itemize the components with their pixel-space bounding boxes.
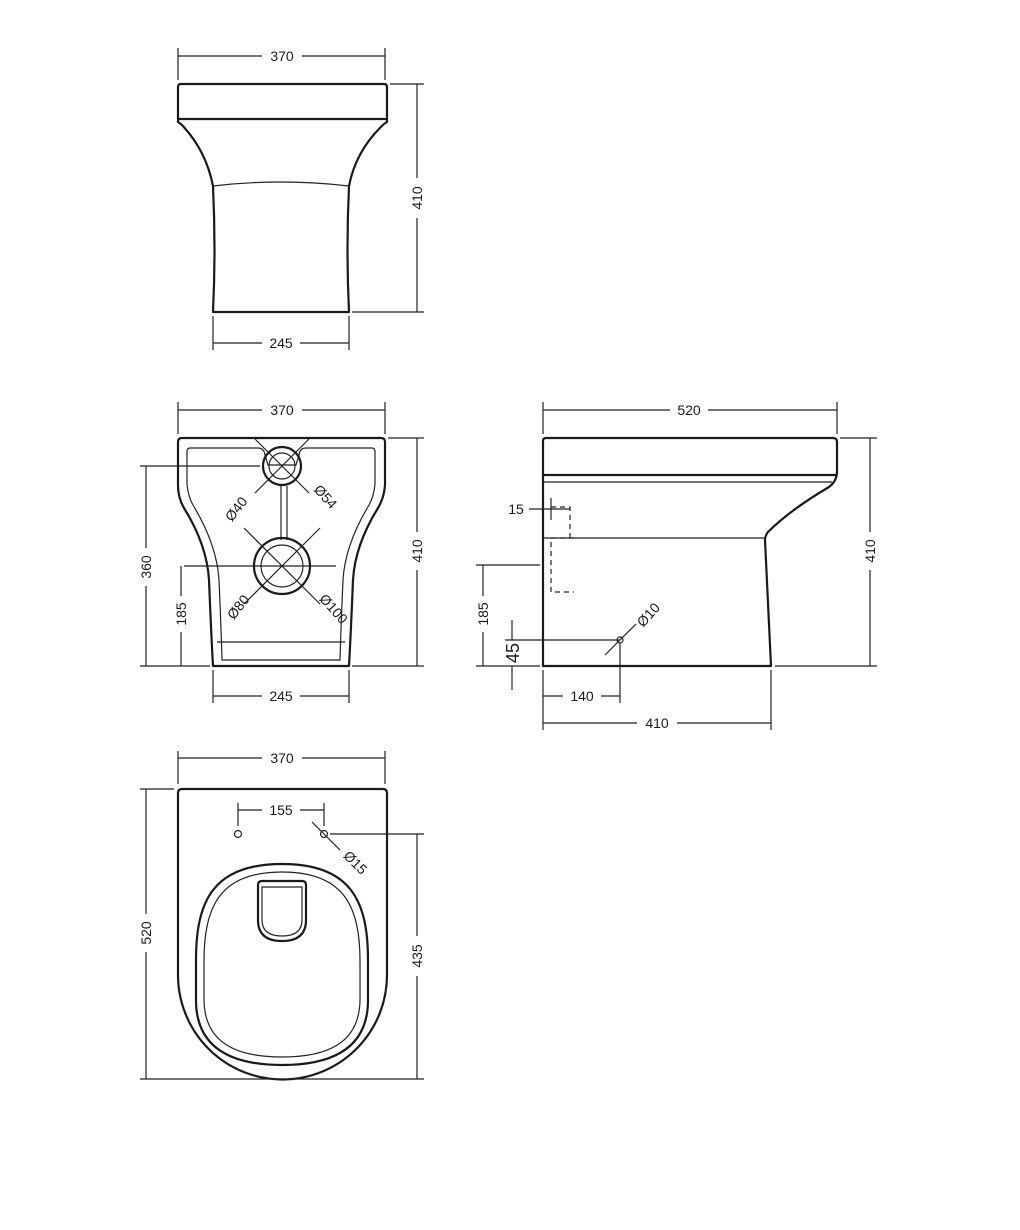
back-view-inlet-inner — [268, 452, 296, 480]
top-view-outline — [176, 787, 389, 1081]
side-view-inlet-offset-label: 15 — [508, 501, 524, 517]
top-view-bowl-opening-inner — [261, 886, 303, 937]
top-view-hinge-spacing-label: 155 — [269, 802, 293, 818]
top-view: Ø15 155 370 520 435 — [138, 750, 425, 1081]
top-view-hinge-hole-left — [233, 829, 243, 839]
top-view-hinge-leader — [311, 821, 341, 851]
side-view-outline — [541, 436, 839, 668]
back-view-inlet-cross-2 — [254, 438, 310, 494]
back-view-height-label: 410 — [409, 539, 425, 563]
front-view-height-label: 410 — [409, 186, 425, 210]
side-view: 520 410 15 185 45 Ø10 140 — [475, 402, 878, 731]
top-view-seat-inner — [203, 871, 361, 1058]
top-view-bowl-opening — [256, 879, 308, 943]
back-view-inlet-height-label: 360 — [138, 555, 154, 579]
back-view-outlet-height-label: 185 — [173, 602, 189, 626]
side-view-length-label: 520 — [677, 402, 701, 418]
top-view-hinge-hole-right — [319, 829, 329, 839]
back-view-width-label: 370 — [270, 402, 294, 418]
back-view: Ø40 Ø54 Ø80 Ø100 370 410 360 185 245 — [138, 402, 425, 704]
top-view-length-label: 520 — [138, 921, 154, 945]
front-view-outline — [176, 82, 389, 314]
side-view-fixing-leader — [604, 623, 637, 656]
top-view-seat-outline — [194, 862, 370, 1067]
side-view-height-label: 410 — [862, 539, 878, 563]
front-view: 370 410 245 — [176, 48, 425, 351]
side-view-fixing-dia-label: Ø10 — [633, 599, 663, 630]
front-view-width-label: 370 — [270, 48, 294, 64]
back-view-inner-outline — [186, 447, 376, 661]
top-view-width-label: 370 — [270, 750, 294, 766]
side-view-base-label: 410 — [645, 715, 669, 731]
side-view-outlet-height-label: 185 — [475, 602, 491, 626]
back-view-inlet-outer-dia: Ø54 — [311, 481, 341, 512]
side-view-outlet-hidden — [550, 537, 574, 593]
side-view-fixing-height-label: 45 — [503, 643, 523, 663]
side-view-fixing-offset-label: 140 — [570, 688, 594, 704]
top-view-hinge-front-label: 435 — [409, 944, 425, 968]
back-view-outlet-inner-dia: Ø80 — [224, 591, 253, 622]
back-view-inlet-inner-dia: Ø40 — [222, 493, 251, 524]
top-view-hinge-dia-label: Ø15 — [341, 847, 371, 877]
front-view-neck-curve — [212, 181, 350, 187]
back-view-inlet-outer — [261, 445, 303, 487]
back-view-outlet-outer-dia: Ø100 — [316, 591, 351, 627]
front-view-base-label: 245 — [269, 335, 293, 351]
back-view-outer-outline — [176, 436, 387, 668]
side-view-inlet-hidden — [551, 506, 571, 538]
back-view-base-label: 245 — [269, 688, 293, 704]
